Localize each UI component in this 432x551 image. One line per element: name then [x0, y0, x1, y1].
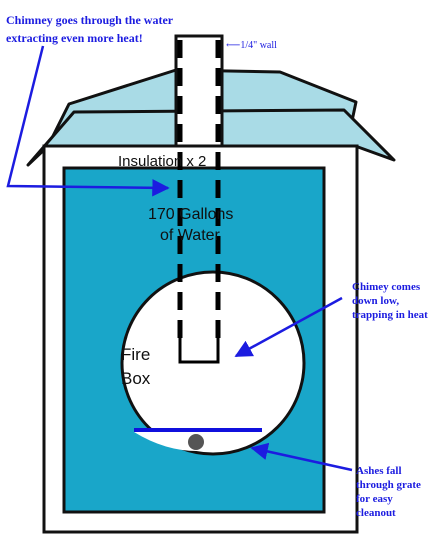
chimney-stack-interior — [178, 38, 220, 148]
annotation-chimney-water-arrow — [6, 45, 170, 197]
annotation-chimney-low-line1: Chimey comes — [352, 281, 421, 293]
annotation-ashes-arrow — [250, 442, 353, 472]
water-label-line2: of Water — [160, 227, 221, 244]
annotation-ashes-line3: for easy — [356, 493, 393, 505]
chimney-pipe — [177, 40, 221, 364]
annotation-ashes-line2: through grate — [356, 479, 421, 491]
annotation-chimney-low-arrow — [234, 296, 343, 358]
insulation-label: Insulation x 2 — [118, 153, 206, 170]
firebox-label-line2: Box — [121, 369, 151, 388]
annotation-chimney-low-line3: trapping in heat — [352, 309, 428, 321]
annotation-chimney-low: Chimey comes down low, trapping in heat — [234, 281, 428, 358]
ash-ball — [188, 434, 204, 450]
annotation-ashes-line4: cleanout — [356, 507, 396, 519]
annotation-chimney-low-line2: down low, — [352, 295, 399, 307]
annotation-chimney-water-line1: Chimney goes through the water — [6, 13, 174, 27]
annotation-ashes: Ashes fall through grate for easy cleano… — [250, 442, 421, 519]
water-label-line1: 170 Gallons — [148, 206, 233, 223]
annotation-chimney-water-line2: extracting even more heat! — [6, 31, 143, 45]
annotation-wall-thickness: ⟵1/4" wall — [226, 40, 277, 51]
firebox-label-line1: Fire — [121, 345, 150, 364]
annotation-ashes-line1: Ashes fall — [356, 465, 402, 477]
annotation-chimney-water: Chimney goes through the water extractin… — [6, 13, 174, 197]
chimney-bottom-return — [178, 336, 220, 364]
